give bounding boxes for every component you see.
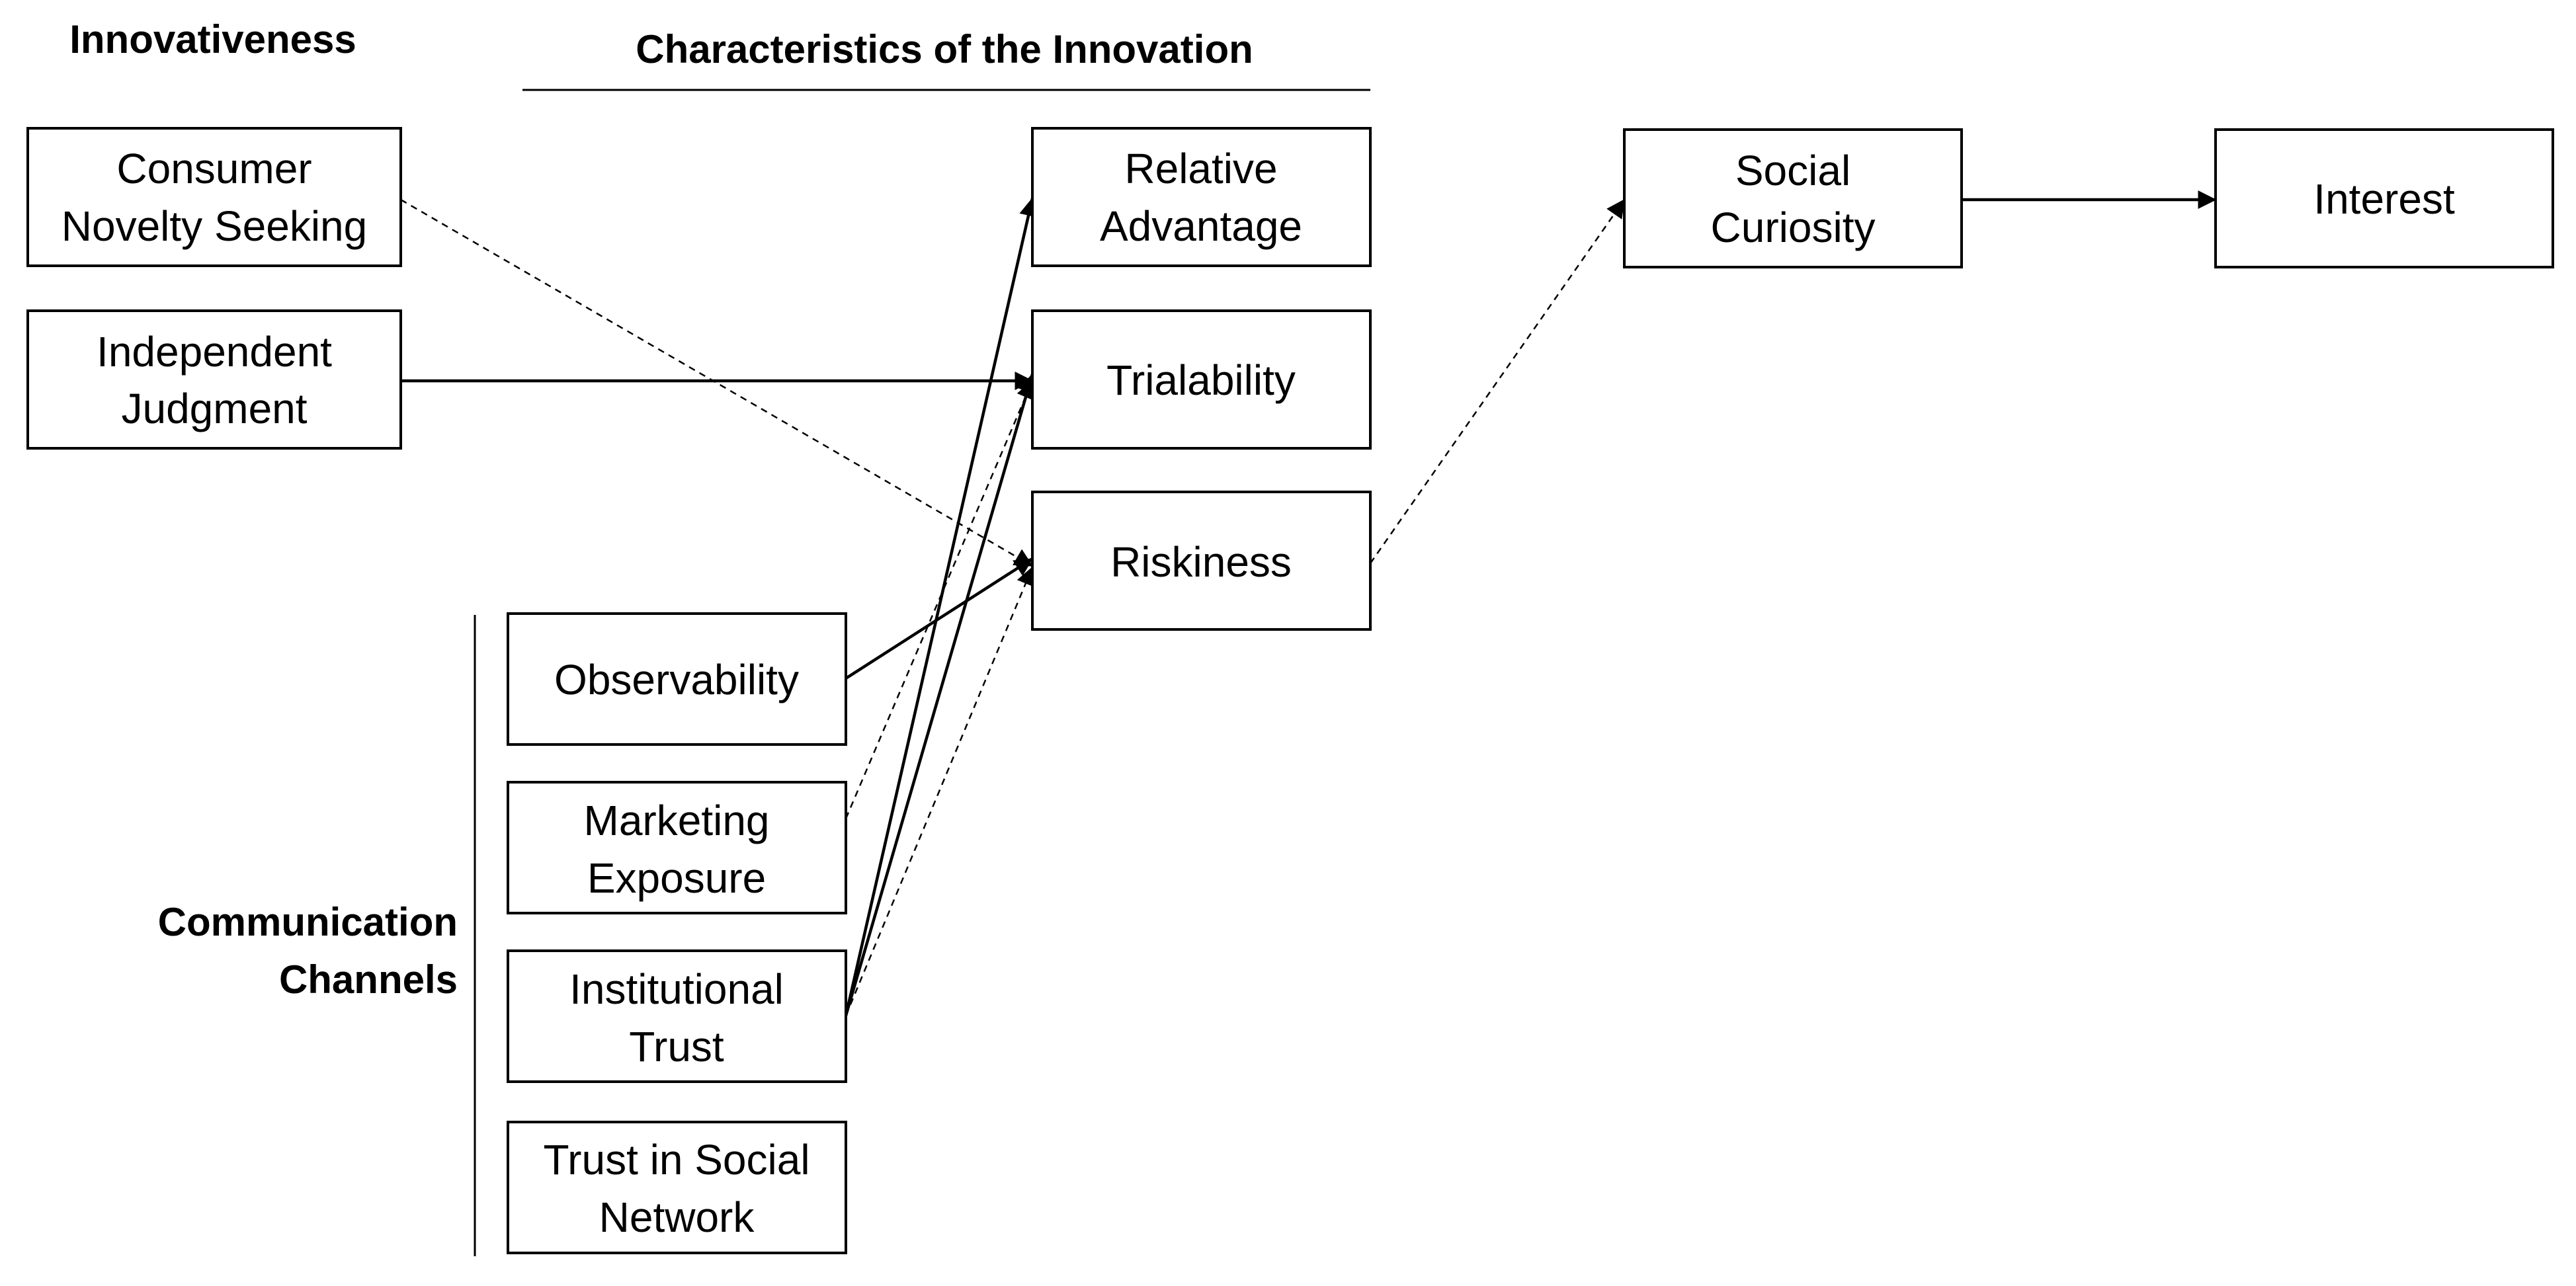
edge-institutional-trust-to-trialability — [844, 373, 1037, 1016]
node-social-curiosity: Social Curiosity — [1623, 128, 1963, 268]
node-label-line: Network — [599, 1193, 755, 1241]
edge-institutional-trust-to-relative-advantage — [844, 197, 1038, 1016]
node-riskiness: Riskiness — [1031, 491, 1372, 631]
heading-characteristics-of-the-innovation: Characteristics of the Innovation — [636, 27, 1253, 71]
node-label-line: Institutional — [569, 965, 784, 1013]
node-institutional-trust: Institutional Trust — [507, 949, 847, 1083]
node-label-line: Trust — [629, 1023, 724, 1070]
node-label-line: Exposure — [587, 854, 766, 902]
node-consumer-novelty-seeking: Consumer Novelty Seeking — [26, 127, 402, 267]
node-label-line: Novelty Seeking — [62, 202, 367, 250]
node-label-line: Social — [1735, 147, 1850, 194]
node-label-line: Trialability — [1106, 356, 1296, 404]
node-observability: Observability — [507, 612, 847, 746]
node-relative-advantage: Relative Advantage — [1031, 127, 1372, 267]
edge-riskiness-to-social-curiosity — [1369, 198, 1626, 564]
node-label-line: Observability — [554, 656, 799, 703]
node-label-line: Marketing — [584, 797, 770, 844]
node-label-line: Curiosity — [1711, 204, 1876, 251]
edge-consumer-novelty-seeking-to-riskiness — [400, 198, 1034, 567]
node-label-line: Consumer — [116, 145, 312, 192]
node-label-line: Relative — [1124, 145, 1277, 192]
node-label-line: Judgment — [121, 385, 307, 432]
node-label-line: Trust in Social — [543, 1136, 810, 1184]
node-trust-in-social-network: Trust in Social Network — [507, 1121, 847, 1254]
node-interest: Interest — [2214, 128, 2554, 268]
node-label-line: Interest — [2313, 175, 2455, 223]
node-marketing-exposure: Marketing Exposure — [507, 781, 847, 914]
edge-marketing-exposure-to-trialability — [845, 380, 1034, 819]
node-label-line: Independent — [97, 328, 332, 376]
node-trialability: Trialability — [1031, 309, 1372, 450]
edge-observability-to-riskiness — [845, 557, 1034, 680]
edge-layer — [400, 190, 2217, 1016]
node-label-line: Riskiness — [1110, 538, 1292, 586]
node-independent-judgment: Independent Judgment — [26, 309, 402, 450]
edge-institutional-trust-to-riskiness — [845, 566, 1034, 1016]
heading-innovativeness: Innovativeness — [69, 17, 356, 61]
node-label-line: Advantage — [1100, 202, 1302, 250]
heading-communication-channels-line1: Communication — [158, 900, 458, 944]
heading-communication-channels-line2: Channels — [279, 957, 458, 1002]
